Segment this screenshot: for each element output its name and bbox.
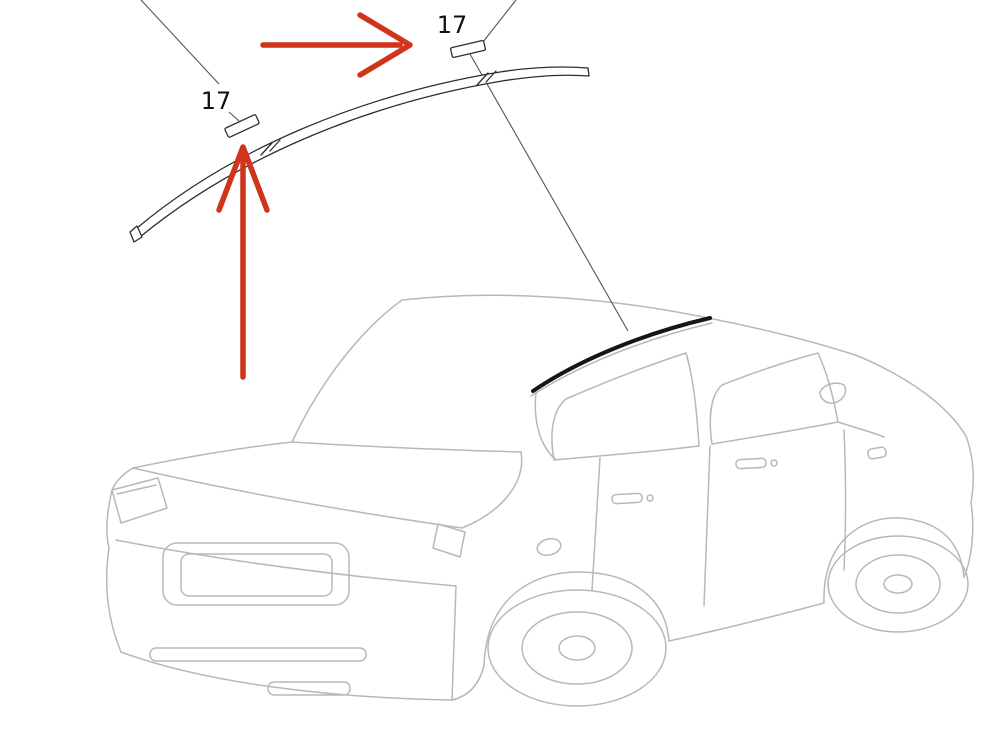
car-door-lock-rear xyxy=(646,494,654,502)
roof-moulding-on-car xyxy=(531,316,712,393)
car-rear-outline xyxy=(106,489,453,701)
car-right-taillight xyxy=(432,523,466,558)
car-door-seam-2 xyxy=(703,445,711,607)
car-front-wheel-arch xyxy=(823,517,965,604)
roof-moulding-part xyxy=(129,39,590,243)
car-rear-hub xyxy=(558,635,596,661)
car-c-pillar xyxy=(534,391,557,461)
car-silhouette-top xyxy=(132,294,859,469)
car-front-rim xyxy=(855,554,941,614)
moulding-strip-body xyxy=(136,66,590,238)
leader-line-callout-1 xyxy=(140,0,220,85)
car-door-seam-3 xyxy=(843,429,847,571)
car-rear-rim xyxy=(521,611,633,685)
callout-labels: 17 17 xyxy=(201,11,468,115)
arrow-up-head xyxy=(216,144,270,213)
car-bumper-strip xyxy=(149,647,367,662)
car-door-handle-rear xyxy=(611,492,643,505)
car-rear-door-window xyxy=(551,352,700,461)
car-beltline-front xyxy=(837,421,885,438)
moulding-strip-end-cap xyxy=(129,225,143,243)
car-left-taillight xyxy=(111,477,168,524)
callout-label-1: 17 xyxy=(201,87,232,115)
car-rocker-mid xyxy=(668,602,825,642)
arrow-right xyxy=(260,12,413,78)
car-plate-recess xyxy=(162,542,350,606)
car-door-lock-front xyxy=(770,459,778,467)
car-front-door-window xyxy=(709,352,839,445)
car-line-art xyxy=(106,294,975,707)
moulding-clip-seat-1b xyxy=(269,139,281,152)
fastener-clip-1 xyxy=(224,114,260,138)
direction-arrows xyxy=(216,12,413,380)
leader-line-callout-1b xyxy=(228,111,240,122)
arrow-right-head xyxy=(357,12,413,78)
car-front-hub xyxy=(883,574,913,594)
moulding-clip-seat-2 xyxy=(476,72,489,86)
arrow-up xyxy=(216,144,270,380)
fastener-clip-2 xyxy=(449,39,487,59)
leader-line-to-car-roof xyxy=(469,53,629,332)
car-fuel-lid xyxy=(536,537,562,557)
moulding-clip-seat-1 xyxy=(260,142,273,156)
car-left-corner xyxy=(111,467,134,491)
car-fender-vent xyxy=(867,446,887,460)
car-front-bumper xyxy=(963,502,974,578)
car-license-plate xyxy=(180,553,333,597)
car-rear-tire xyxy=(487,589,667,707)
car-rocker-rear xyxy=(451,665,485,701)
callout-label-2: 17 xyxy=(437,11,468,39)
car-bumper-seam xyxy=(115,539,457,587)
car-trunk-corner xyxy=(461,451,523,529)
car-door-handle-front xyxy=(735,457,767,470)
car-rear-window-sill xyxy=(291,441,522,453)
car-bumper-right-edge xyxy=(451,585,457,701)
car-door-seam-1 xyxy=(591,457,601,591)
car-roof-edge-line xyxy=(530,322,713,397)
car-front-tire xyxy=(827,535,969,633)
car-left-taillight-inner xyxy=(116,484,157,495)
car-trunk-edge xyxy=(132,467,463,529)
moulding-clip-seat-2b xyxy=(485,70,497,83)
car-hood-line xyxy=(857,355,975,504)
leader-line-callout-2 xyxy=(482,0,517,43)
leader-lines xyxy=(140,0,629,332)
car-rear-wheel-arch xyxy=(483,571,670,667)
car-bumper-step xyxy=(267,681,351,696)
car-side-mirror xyxy=(819,382,847,404)
